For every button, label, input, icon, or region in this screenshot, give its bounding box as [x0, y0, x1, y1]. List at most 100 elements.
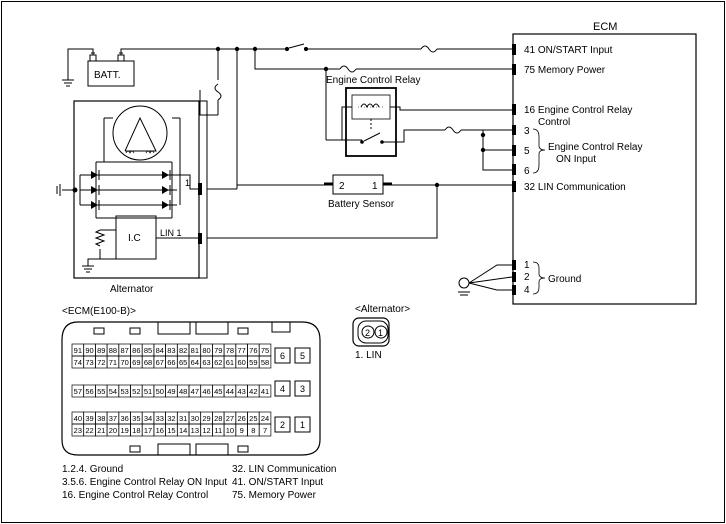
- ecm-pin-16-cont: Control: [538, 117, 570, 128]
- ecm-side-pin-number: 3: [300, 384, 305, 394]
- ecm-side-pin-number: 1: [300, 420, 305, 430]
- ecm-pin-number: 89: [97, 346, 105, 355]
- ecm-pin-number: 25: [249, 414, 257, 423]
- ecm-pin-number: 85: [144, 346, 152, 355]
- rectifier-diodes: [91, 171, 169, 209]
- ecm-pin-number: 68: [144, 358, 152, 367]
- pin-legend: 1.2.4. Ground 3.5.6. Engine Control Rela…: [62, 464, 337, 501]
- relay-label: Engine Control Relay: [326, 75, 421, 86]
- ecm-box: ECM 41 ON/START Input 75 Memory Power 16…: [512, 21, 697, 305]
- ecm-pin-number: 82: [179, 346, 187, 355]
- ecm-pin-number: 46: [202, 387, 210, 396]
- ecm-pin-number: 77: [237, 346, 245, 355]
- ecm-ground-label: Ground: [548, 274, 581, 285]
- ecm-pin-number: 49: [167, 387, 175, 396]
- sensor-pin-1: 1: [372, 181, 378, 192]
- ecm-side-pin-number: 4: [280, 384, 285, 394]
- ecm-pin-number: 11: [214, 426, 222, 435]
- ecm-pin-number: 42: [249, 387, 257, 396]
- ecm-side-pin-cell: [274, 347, 291, 364]
- ecm-pin-number: 27: [226, 414, 234, 423]
- legend-right-2: 41. ON/START Input: [232, 477, 323, 488]
- alternator: Alternator: [56, 100, 238, 295]
- ecm-relay-on-label: Engine Control Relay: [548, 142, 643, 153]
- ecm-pin-number: 13: [191, 426, 199, 435]
- ecm-pin-number: 16: [156, 426, 164, 435]
- ecm-pin-cell: [258, 384, 272, 398]
- ecm-pin-number: 81: [191, 346, 199, 355]
- ecm-pin-number: 23: [74, 426, 82, 435]
- ecm-pin-number: 87: [120, 346, 128, 355]
- ecm-pin-number: 73: [85, 358, 93, 367]
- ecm-pin-number: 80: [202, 346, 210, 355]
- ecm-pin-number: 20: [109, 426, 117, 435]
- ecm-side-pins: 6 5 4 3 2 1: [274, 347, 311, 433]
- ecm-pin-number: 24: [261, 414, 269, 423]
- ecm-pin-number: 58: [261, 358, 269, 367]
- ecm-pin-number: 57: [74, 387, 82, 396]
- ecm-side-pin-number: 6: [280, 351, 285, 361]
- ecm-pin-number: 37: [109, 414, 117, 423]
- ecm-gnd-4: 4: [524, 285, 530, 296]
- battery-sensor: 2 1 Battery Sensor: [207, 174, 512, 239]
- alt-connector-title: <Alternator>: [355, 304, 410, 315]
- ecm-pin-number: 64: [191, 358, 199, 367]
- battery-sensor-label: Battery Sensor: [328, 199, 395, 210]
- ecm-pin-cell: [258, 423, 272, 437]
- ecm-pin-number: 91: [74, 346, 82, 355]
- alt-lin-pin: LIN 1: [160, 228, 182, 238]
- ecm-pin-number: 17: [144, 426, 152, 435]
- ecm-pin-number: 78: [226, 346, 234, 355]
- ecm-side-pin-number: 2: [280, 420, 285, 430]
- ecm-pin-number: 52: [132, 387, 140, 396]
- ecm-pin-41: 41 ON/START Input: [524, 45, 613, 56]
- ecm-pin-number: 14: [179, 426, 187, 435]
- ecm-pin-5: 5: [524, 146, 530, 157]
- ecm-pin-number: 22: [85, 426, 93, 435]
- ecm-pin-number: 35: [132, 414, 140, 423]
- ecm-pin-number: 76: [249, 346, 257, 355]
- ecm-pin-number: 69: [132, 358, 140, 367]
- ecm-pin-number: 26: [237, 414, 245, 423]
- ecm-pin-number: 67: [156, 358, 164, 367]
- ecm-pin-number: 7: [263, 426, 267, 435]
- ecm-side-pin-cell: [294, 416, 311, 433]
- ecm-pin-number: 18: [132, 426, 140, 435]
- ecm-pin-number: 79: [214, 346, 222, 355]
- ic-label: I.C: [128, 233, 141, 244]
- ecm-side-pin-cell: [294, 347, 311, 364]
- ecm-pin-number: 15: [167, 426, 175, 435]
- ecm-pin-number: 55: [97, 387, 105, 396]
- ecm-pin-number: 50: [156, 387, 164, 396]
- power-wiring: [120, 43, 512, 186]
- ecm-pin-3: 3: [524, 126, 530, 137]
- ecm-title: ECM: [593, 21, 617, 33]
- ecm-pin-number: 54: [109, 387, 117, 396]
- ecm-pin-number: 45: [214, 387, 222, 396]
- alt-connector-pin-2: 2: [365, 328, 370, 338]
- ecm-pin-number: 86: [132, 346, 140, 355]
- alt-connector-pin-1: 1: [378, 328, 383, 338]
- ecm-relay-on-label2: ON Input: [556, 154, 596, 165]
- ecm-pin-number: 74: [74, 358, 82, 367]
- alt-pin-1: 1: [185, 178, 190, 188]
- ecm-pin-75: 75 Memory Power: [524, 65, 606, 76]
- ecm-side-pin-number: 5: [300, 351, 305, 361]
- ecm-pin-6: 6: [524, 166, 530, 177]
- ecm-pin-number: 44: [226, 387, 234, 396]
- ecm-pin-number: 61: [226, 358, 234, 367]
- ecm-pin-number: 31: [179, 414, 187, 423]
- ecm-pin-number: 9: [240, 426, 244, 435]
- ecm-pin-number: 38: [97, 414, 105, 423]
- ecm-connector-title: <ECM(E100-B)>: [62, 306, 136, 317]
- ecm-pin-number: 70: [120, 358, 128, 367]
- ecm-pin-16: 16 Engine Control Relay: [524, 105, 632, 116]
- ecm-gnd-2: 2: [524, 272, 530, 283]
- ecm-pin-number: 41: [261, 387, 269, 396]
- engine-control-relay: Engine Control Relay: [326, 75, 512, 171]
- ecm-pin-number: 72: [97, 358, 105, 367]
- ecm-pin-number: 51: [144, 387, 152, 396]
